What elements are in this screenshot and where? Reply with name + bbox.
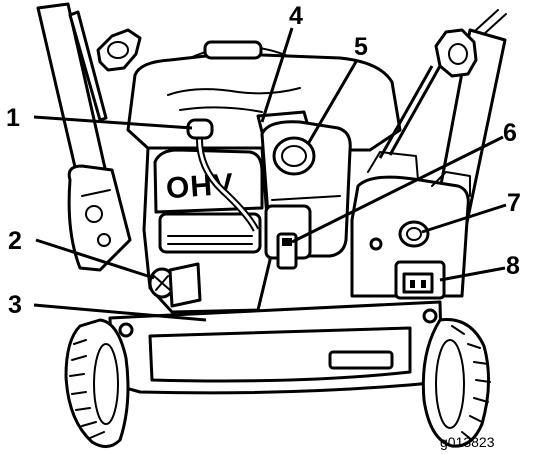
right-wheel bbox=[421, 318, 491, 448]
spark-plug-wire bbox=[186, 118, 260, 232]
right-handle-knob bbox=[434, 28, 478, 78]
leader-6 bbox=[291, 135, 504, 244]
oil-fill-cap bbox=[148, 262, 202, 308]
callout-leaders bbox=[33, 27, 507, 322]
callout-2: 2 bbox=[8, 227, 22, 255]
engine-label: OHV bbox=[165, 168, 235, 206]
callout-6: 6 bbox=[503, 119, 517, 147]
callout-numbers: 1 2 3 4 5 6 7 8 bbox=[6, 2, 521, 319]
leader-7 bbox=[421, 203, 507, 234]
callout-1: 1 bbox=[6, 104, 20, 132]
callout-4: 4 bbox=[289, 2, 303, 30]
auger-housing bbox=[108, 300, 444, 395]
fuel-cap bbox=[272, 136, 316, 176]
leader-8 bbox=[439, 266, 506, 282]
left-side-housing bbox=[67, 164, 132, 272]
callout-8: 8 bbox=[506, 252, 520, 280]
callout-5: 5 bbox=[354, 33, 368, 61]
left-wheel bbox=[64, 318, 130, 448]
control-panel bbox=[350, 151, 471, 300]
callout-3: 3 bbox=[8, 291, 22, 319]
chute-control-rod bbox=[378, 65, 442, 159]
engine-block bbox=[142, 146, 272, 314]
leader-5 bbox=[306, 59, 359, 145]
callout-7: 7 bbox=[507, 189, 521, 217]
left-handle-knob bbox=[96, 28, 142, 72]
leader-3 bbox=[33, 303, 207, 322]
figure-id: g013823 bbox=[440, 434, 495, 450]
leader-4 bbox=[260, 27, 294, 123]
leader-2 bbox=[35, 238, 155, 280]
electric-start-button bbox=[398, 220, 430, 248]
leader-1 bbox=[33, 115, 193, 130]
